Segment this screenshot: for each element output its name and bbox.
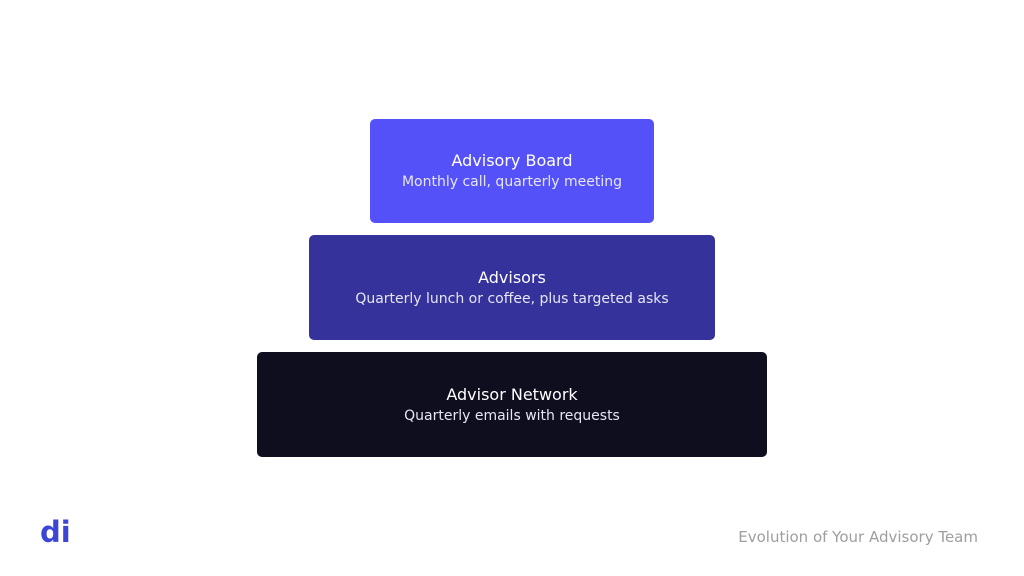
tier-title: Advisors bbox=[478, 267, 546, 287]
tier-advisory-board: Advisory Board Monthly call, quarterly m… bbox=[370, 119, 654, 223]
tier-subtitle: Quarterly emails with requests bbox=[404, 407, 620, 424]
brand-logo: di bbox=[40, 515, 71, 549]
slide-title: Evolution of Your Advisory Team bbox=[738, 528, 978, 546]
tier-title: Advisory Board bbox=[451, 151, 573, 170]
tier-advisor-network: Advisor Network Quarterly emails with re… bbox=[257, 352, 767, 457]
tier-subtitle: Monthly call, quarterly meeting bbox=[401, 174, 623, 190]
tier-subtitle: Quarterly lunch or coffee, plus targeted… bbox=[355, 290, 669, 307]
tier-advisors: Advisors Quarterly lunch or coffee, plus… bbox=[309, 235, 715, 340]
tier-title: Advisor Network bbox=[446, 384, 578, 404]
